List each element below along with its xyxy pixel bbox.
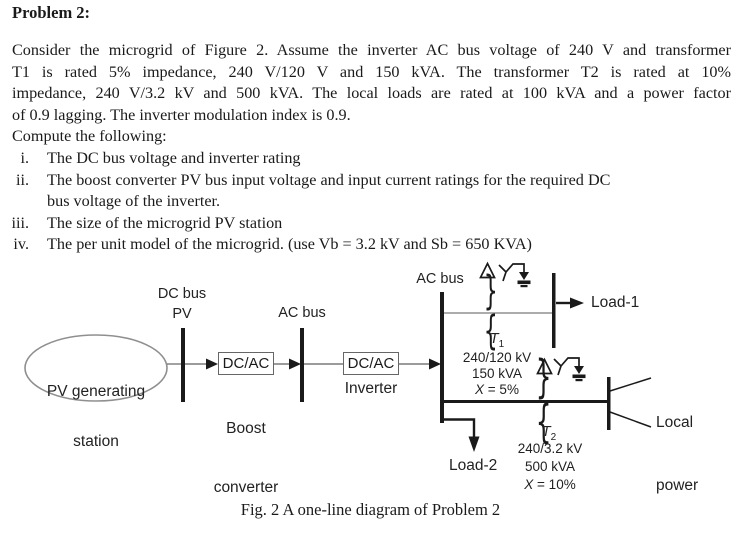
flow-arrowhead-icon — [429, 358, 441, 370]
pv-station-label-line1: PV generating — [46, 383, 146, 400]
t2-subscript: 2 — [550, 431, 557, 443]
t2-impedance: X = 10% — [524, 477, 576, 492]
list-item: iv. The per unit model of the microgrid.… — [0, 234, 731, 256]
figure-caption: Fig. 2 A one-line diagram of Problem 2 — [240, 500, 501, 519]
local-power-grid-label: Local power grid — [656, 369, 698, 538]
list-item-text: The size of the microgrid PV station — [47, 213, 283, 232]
inverter-label: Inverter — [344, 380, 398, 397]
pv-bus-label: PV — [172, 306, 192, 322]
t2-kv-rating: 240/3.2 kV — [517, 441, 583, 456]
load2-arrowhead-icon — [468, 436, 480, 452]
t1-letter: T — [489, 331, 499, 347]
list-item: ii. The boost converter PV bus input vol… — [0, 170, 731, 213]
grid-label-line2: power — [656, 477, 699, 495]
dc-bus-bar — [181, 328, 185, 402]
inverter-box: DC/AC — [343, 352, 399, 375]
boost-label-line2: converter — [213, 478, 279, 496]
paragraph-line: of 0.9 lagging. The inverter modulation … — [12, 105, 351, 124]
ac-bus1-label: AC bus — [278, 305, 326, 321]
list-item-number: iii. — [11, 213, 29, 232]
list-item-text: The DC bus voltage and inverter rating — [47, 148, 301, 167]
t1-subscript: 1 — [498, 338, 505, 350]
main-ac-bus-bar — [440, 292, 444, 423]
grid-label-line1: Local — [656, 413, 694, 431]
t2-letter: T — [541, 424, 551, 440]
list-item-number: ii. — [15, 170, 29, 189]
t1-kva-rating: 150 kVA — [471, 366, 523, 381]
list-item-number: i. — [20, 148, 29, 167]
grid-bus-bar — [607, 377, 611, 430]
problem-heading: Problem 2: — [12, 3, 91, 22]
load1-bus-bar — [552, 273, 556, 348]
problem-statement: Consider the microgrid of Figure 2. Assu… — [0, 40, 731, 256]
load2-feeder-line — [443, 418, 476, 438]
grid-slant-line — [609, 377, 652, 392]
load2-label: Load-2 — [449, 457, 498, 474]
dc-bus-label: DC bus — [157, 286, 207, 302]
t1-name-label: T1 — [467, 331, 527, 350]
pv-station-label: PV generating station — [33, 351, 159, 483]
boost-converter-label: Boost converter — [203, 380, 289, 536]
boost-label-line1: Boost — [226, 420, 266, 437]
paragraph-line: impedance, 240 V/3.2 kV and 500 kVA. The… — [12, 84, 731, 103]
t2-name-label: T2 — [519, 424, 579, 443]
list-item: iii. The size of the microgrid PV statio… — [0, 213, 731, 235]
t1-impedance: X = 5% — [475, 382, 519, 397]
pv-station-label-line2: station — [73, 432, 119, 450]
list-item-text: The per unit model of the microgrid. (us… — [47, 235, 532, 254]
main-ac-bus-label: AC bus — [416, 271, 464, 287]
list-item-text: bus voltage of the inverter. — [47, 192, 221, 211]
compute-line: Compute the following: — [12, 127, 167, 146]
ac-bus1-bar — [300, 328, 304, 402]
t2-transformer-symbol: }{ — [535, 350, 552, 448]
t1-transformer-symbol: }{ — [483, 268, 498, 354]
boost-converter-box: DC/AC — [218, 352, 274, 375]
list-item-number: iv. — [13, 235, 29, 254]
flow-arrowhead-icon — [206, 358, 218, 370]
load1-arrowhead-icon — [570, 297, 584, 309]
grid-slant-line — [609, 411, 652, 428]
paragraph-line: T1 is rated 5% impedance, 240 V/120 V an… — [12, 62, 731, 81]
t1-kv-rating: 240/120 kV — [462, 350, 532, 365]
flow-arrowhead-icon — [289, 358, 301, 370]
t2-kva-rating: 500 kVA — [524, 459, 576, 474]
paragraph-line: Consider the microgrid of Figure 2. Assu… — [12, 41, 731, 59]
list-item-text: The boost converter PV bus input voltage… — [47, 170, 611, 189]
list-item: i. The DC bus voltage and inverter ratin… — [0, 148, 731, 170]
load1-label: Load-1 — [591, 294, 640, 311]
